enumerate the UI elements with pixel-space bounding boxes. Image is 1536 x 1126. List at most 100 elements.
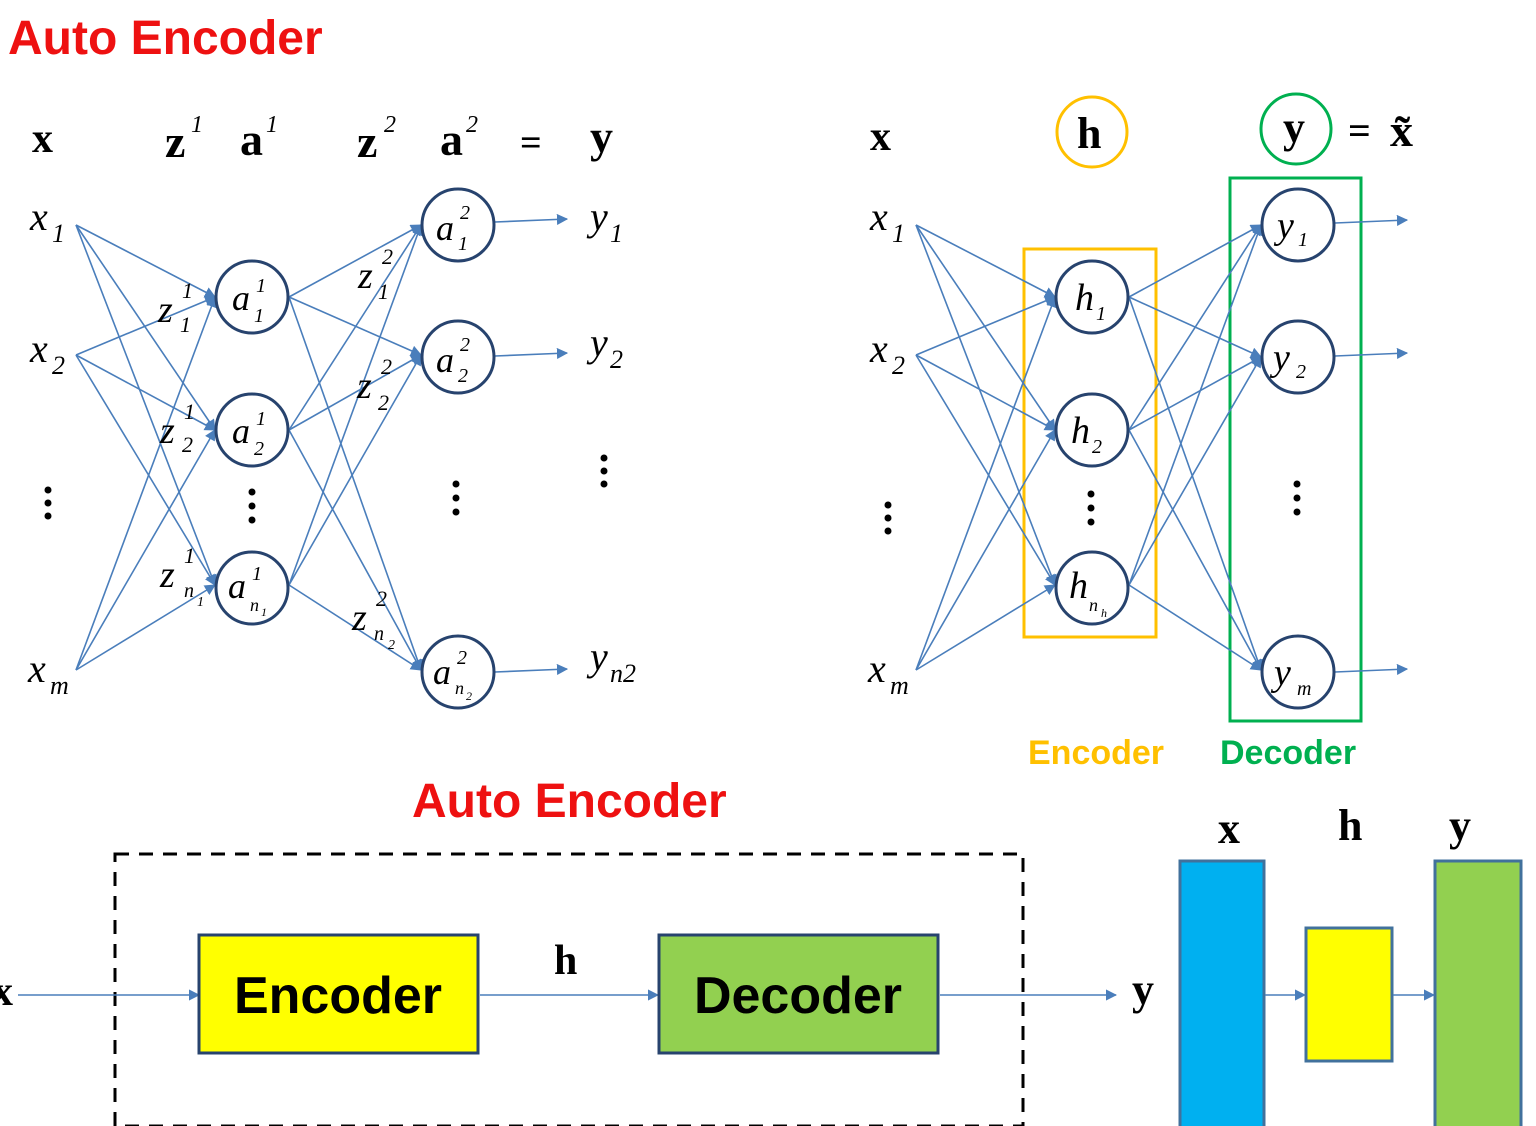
right-output-node-1 <box>1260 187 1336 263</box>
left-hidden-node-2 <box>214 392 290 468</box>
right-input-ellipsis <box>884 501 892 535</box>
left-output-node-n-base: a <box>433 652 451 692</box>
right-hidden-node-1-base: h <box>1075 277 1094 319</box>
left-output-node-n <box>420 634 496 710</box>
right-input-xm: x <box>867 646 886 691</box>
left-z1-labels: z 1 1 z 1 2 z 1 n 1 <box>157 278 204 610</box>
right-hidden-node-n <box>1054 550 1130 626</box>
left-header-a-sup: 1 <box>266 112 278 138</box>
bar-x <box>1178 859 1266 1126</box>
right-output-layer: y 1 y 2 y m <box>1260 187 1336 710</box>
left-output-node-2-base: a <box>436 340 454 380</box>
left-header-x: x <box>32 116 53 162</box>
right-input-x1: x <box>869 194 888 239</box>
right-output-node-1-sub: 1 <box>1298 229 1308 251</box>
right-inputs: x 1 x 2 x m <box>867 194 909 700</box>
left-outputs: y 1 y 2 y n2 <box>586 194 636 688</box>
left-hidden-node-n-sub: n <box>250 595 259 615</box>
left-inputs: x 1 x 2 x m <box>27 194 69 700</box>
left-hidden-layer: a 1 1 a 1 2 a 1 n 1 <box>214 259 290 626</box>
right-edges-input-hidden <box>915 224 1057 671</box>
right-output-node-2 <box>1260 319 1336 395</box>
bar-label-x: x <box>1218 804 1240 853</box>
left-network-headers: x z 1 a 1 z 2 a 2 = y <box>32 111 613 167</box>
left-edges-hidden-output <box>288 213 569 676</box>
page-title-top: Auto Encoder <box>8 12 323 65</box>
right-header-h-circle <box>1055 95 1129 169</box>
z2-n-sup: 2 <box>376 586 387 611</box>
z1-1-sub: 1 <box>180 312 191 337</box>
page-title-bottom: Auto Encoder <box>412 775 727 828</box>
left-hidden-node-n-sup: 1 <box>252 563 262 585</box>
z1-2-base: z <box>159 410 175 452</box>
right-hidden-node-2-base: h <box>1071 410 1090 452</box>
left-output-y2-sub: 2 <box>610 345 623 374</box>
right-network-headers: x h y = x̃ <box>870 92 1413 169</box>
left-output-y-ellipsis <box>600 454 608 488</box>
left-output-node-n-sub: n <box>455 678 464 698</box>
block-h-label: h <box>554 938 577 984</box>
left-input-x2: x <box>29 326 48 371</box>
right-hidden-node-2-sub: 2 <box>1092 436 1102 458</box>
z1-n-sub: n <box>184 580 194 602</box>
left-output-y1: y <box>586 194 608 239</box>
decoder-label: Decoder <box>1220 734 1356 772</box>
right-output-node-1-base: y <box>1273 205 1294 247</box>
left-output-node-1-base: a <box>436 208 454 248</box>
z1-n-sup: 1 <box>184 543 195 568</box>
right-output-ellipsis <box>1293 480 1301 516</box>
right-hidden-node-n-base: h <box>1069 565 1088 607</box>
left-hidden-node-2-base: a <box>232 411 250 451</box>
right-header-xtilde: x̃ <box>1390 105 1413 156</box>
left-hidden-node-2-sup: 1 <box>256 408 266 430</box>
encoder-box <box>1022 247 1158 639</box>
left-output-layer: a 2 1 a 2 2 a 2 n 2 <box>420 187 496 710</box>
z1-1-sup: 1 <box>182 278 193 303</box>
right-hidden-node-1-sub: 1 <box>1096 303 1106 325</box>
bar-h <box>1304 926 1394 1063</box>
right-hidden-layer: h 1 h 2 h n h <box>1054 259 1130 626</box>
right-input-x2: x <box>869 326 888 371</box>
left-input-x1-sub: 1 <box>52 219 65 248</box>
left-z2-labels: z 2 1 z 2 2 z 2 n 2 <box>351 244 395 653</box>
left-hidden-node-n-subsub: 1 <box>261 605 267 619</box>
right-header-y-circle <box>1259 92 1333 166</box>
left-edges-input-hidden <box>75 224 217 671</box>
left-header-a2-sup: 2 <box>466 112 478 138</box>
z2-n-subsub: 2 <box>388 638 395 653</box>
right-hidden-ellipsis <box>1087 490 1095 526</box>
left-output-node-1-sup: 2 <box>460 202 470 224</box>
right-hidden-node-n-subsub: h <box>1101 606 1107 620</box>
left-input-xm: x <box>27 646 46 691</box>
decoder-box <box>1228 176 1363 723</box>
left-hidden-node-n-base: a <box>228 566 246 606</box>
right-hidden-node-2 <box>1054 392 1130 468</box>
left-output-node-1 <box>420 187 496 263</box>
left-header-z-sup: 1 <box>191 112 203 138</box>
bar-label-h: h <box>1338 801 1362 850</box>
left-hidden-node-2-sub: 2 <box>254 438 264 460</box>
z2-2-base: z <box>356 365 372 407</box>
left-hidden-node-n <box>214 550 290 626</box>
right-input-x1-sub: 1 <box>892 219 905 248</box>
z2-n-base: z <box>351 597 367 639</box>
right-output-node-2-base: y <box>1269 337 1290 379</box>
z1-n-subsub: 1 <box>197 595 204 610</box>
right-input-x2-sub: 2 <box>892 351 905 380</box>
z1-1-base: z <box>157 289 173 331</box>
left-output-node-1-sub: 1 <box>458 233 468 255</box>
bar-label-y: y <box>1449 801 1471 850</box>
z2-1-base: z <box>357 255 373 297</box>
autoencoder-dashed-box <box>113 852 1025 1126</box>
left-output-ellipsis <box>452 480 460 516</box>
right-input-xm-sub: m <box>890 671 909 700</box>
left-hidden-node-1-sup: 1 <box>256 275 266 297</box>
right-header-x: x <box>870 114 891 160</box>
z2-2-sup: 2 <box>381 354 392 379</box>
right-output-node-m-base: y <box>1270 652 1291 694</box>
left-output-y2: y <box>586 320 608 365</box>
left-hidden-node-1-sub: 1 <box>254 305 264 327</box>
left-input-xm-sub: m <box>50 671 69 700</box>
left-header-a2: a <box>440 114 463 165</box>
